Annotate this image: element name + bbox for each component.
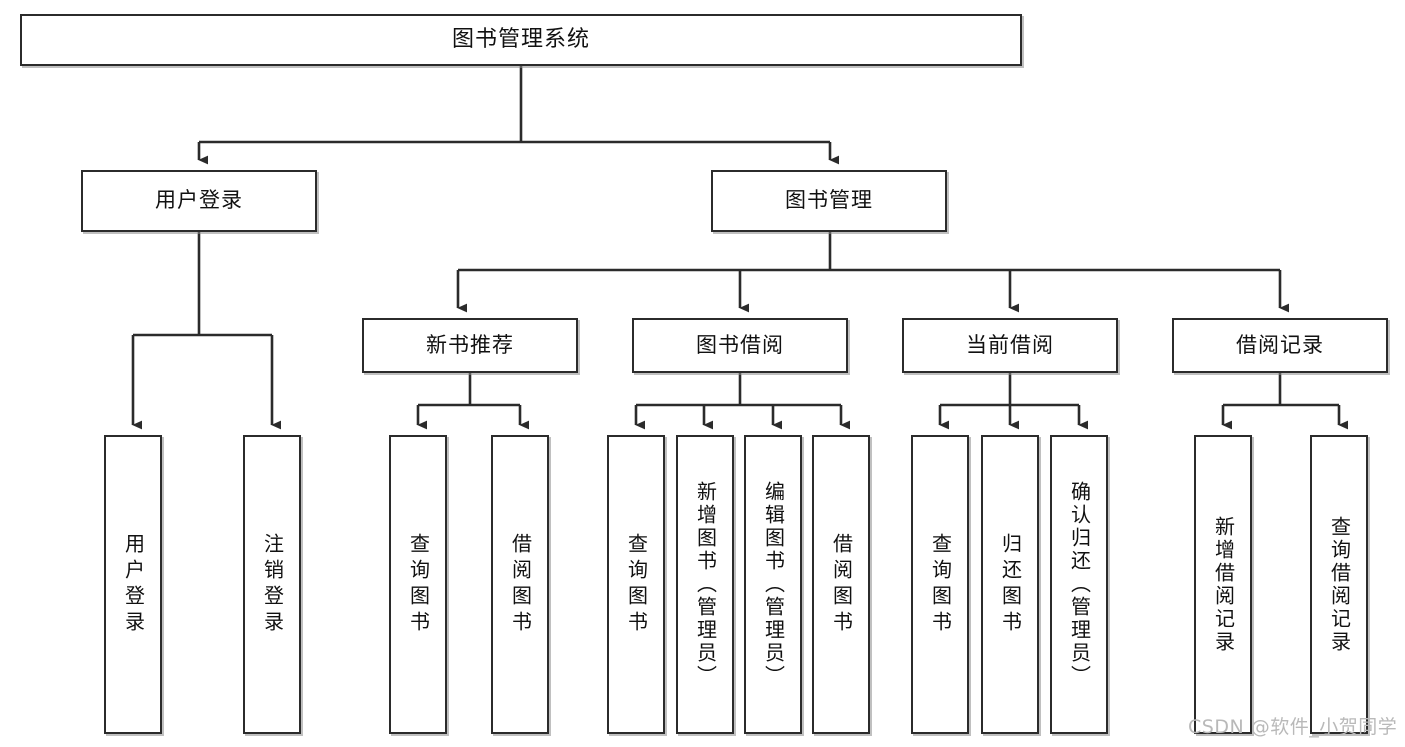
leaf-book-borrow-query[interactable]: 查询图书 (607, 435, 665, 734)
node-current-borrow[interactable]: 当前借阅 (902, 318, 1118, 373)
leaf-current-borrow-return[interactable]: 归还图书 (981, 435, 1039, 734)
leaf-new-book-query[interactable]: 查询图书 (389, 435, 447, 734)
leaf-current-borrow-confirm-return[interactable]: 确认归还（管理员） (1050, 435, 1108, 734)
node-borrow-record[interactable]: 借阅记录 (1172, 318, 1388, 373)
node-new-book-recommend[interactable]: 新书推荐 (362, 318, 578, 373)
leaf-current-borrow-query[interactable]: 查询图书 (911, 435, 969, 734)
leaf-user-login-logout[interactable]: 注销登录 (243, 435, 301, 734)
leaf-book-borrow-edit[interactable]: 编辑图书（管理员） (744, 435, 802, 734)
leaf-borrow-record-add[interactable]: 新增借阅记录 (1194, 435, 1252, 734)
leaf-book-borrow-add[interactable]: 新增图书（管理员） (676, 435, 734, 734)
leaf-book-borrow-borrow[interactable]: 借阅图书 (812, 435, 870, 734)
node-book-borrow[interactable]: 图书借阅 (632, 318, 848, 373)
leaf-new-book-borrow[interactable]: 借阅图书 (491, 435, 549, 734)
leaf-borrow-record-query[interactable]: 查询借阅记录 (1310, 435, 1368, 734)
node-root-system[interactable]: 图书管理系统 (20, 14, 1022, 66)
csdn-watermark: CSDN @软件_小贺同学 (1188, 716, 1398, 738)
node-user-login[interactable]: 用户登录 (81, 170, 317, 232)
node-book-manage[interactable]: 图书管理 (711, 170, 947, 232)
leaf-user-login-login[interactable]: 用户登录 (104, 435, 162, 734)
